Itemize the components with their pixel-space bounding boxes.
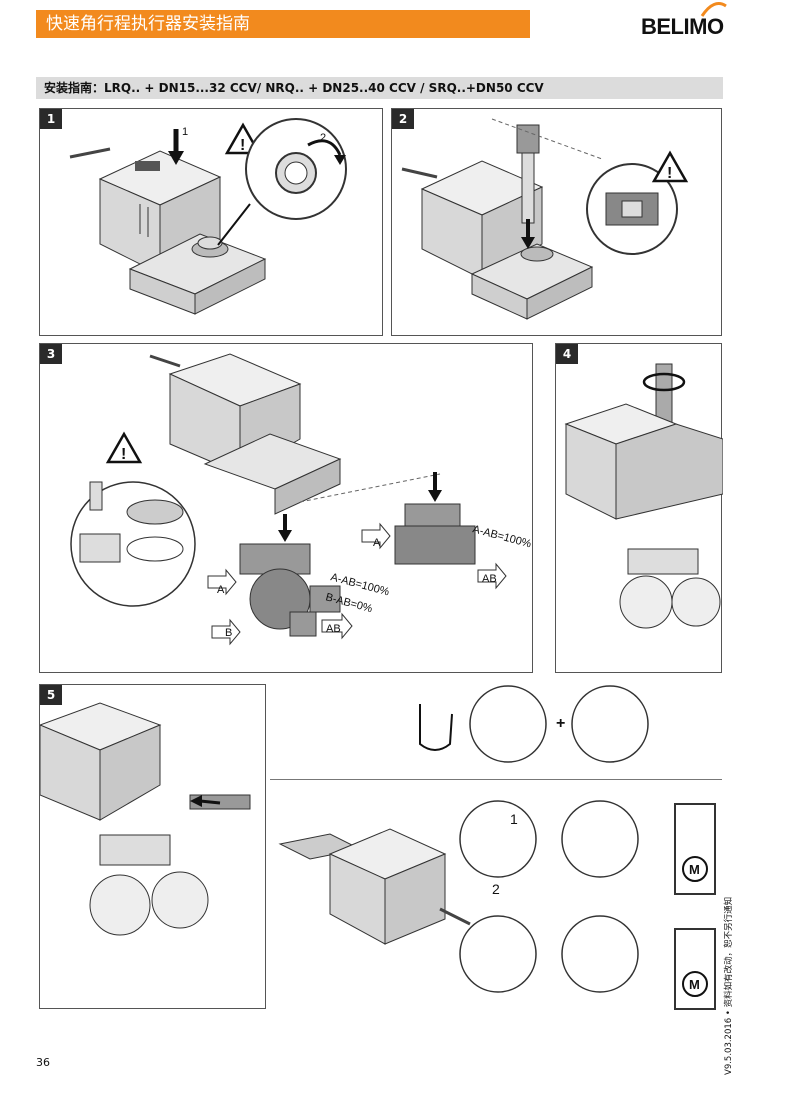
valve-alignment-illustration: ! A B AB A-AB=100% B-AB=0% A AB A-AB=100… [70,353,533,646]
version-note: V9.5.03.2016 • 资料如有改动，恕不另行通知 [724,896,734,1075]
svg-text:!: ! [667,165,672,182]
svg-text:2: 2 [492,881,500,897]
step-number: 1 [40,109,62,129]
svg-text:+: + [556,715,565,732]
step-3-panel: 3 ! A B AB A-AB=100% B-AB=0% [39,343,533,673]
svg-text:B: B [225,627,232,639]
svg-text:A: A [373,537,381,549]
step-label-2: 2 [320,132,326,144]
svg-text:AB: AB [326,623,341,635]
step-1-panel: 1 1 ! 2 [39,108,383,336]
step-5-panel: 5 [39,684,266,1009]
svg-text:!: ! [121,446,126,463]
installation-subtitle: 安装指南：LRQ.. + DN15...32 CCV/ NRQ.. + DN25… [36,77,723,99]
step-number: 5 [40,685,62,705]
svg-text:A-AB=100%: A-AB=100% [471,523,532,550]
step-number: 2 [392,109,414,129]
spindle-insertion-illustration: ! [401,118,689,320]
spindle-rotation-illustration [564,363,723,629]
section-divider [270,779,722,780]
lever-insertion-illustration [40,702,251,936]
logo-swoosh-icon [700,2,727,17]
step-number: 4 [556,344,578,364]
actuator-mounting-illustration: 1 ! 2 [69,118,347,315]
step-label-1: 1 [182,126,188,138]
step-4-panel: 4 [555,343,723,673]
step-number: 3 [40,344,62,364]
svg-text:A: A [217,584,225,596]
manual-override-illustration: + 1 2 M M [278,685,716,1010]
hand-icon [419,704,453,751]
page-title: 快速角行程执行器安装指南 [36,10,530,38]
svg-text:1: 1 [510,811,518,827]
step-2-panel: 2 ! [391,108,722,336]
svg-text:M: M [689,977,700,992]
svg-text:M: M [689,862,700,877]
svg-text:!: ! [240,137,245,154]
brand-logo: BELIMO [641,14,724,39]
svg-text:AB: AB [482,573,497,585]
page-number: 36 [36,1056,50,1069]
